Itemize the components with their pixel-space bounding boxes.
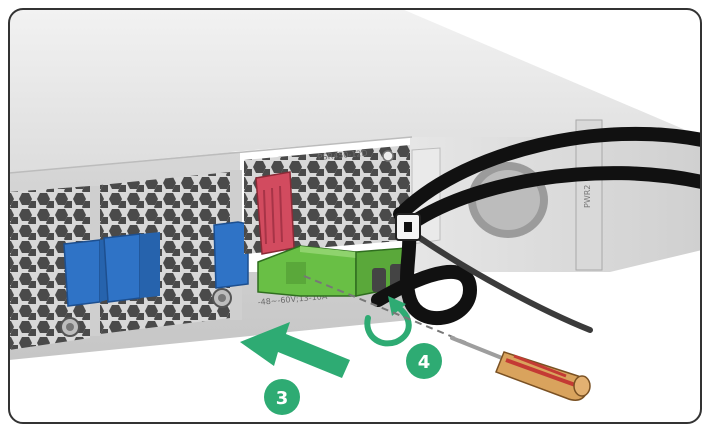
step-number-3: 3 xyxy=(276,388,289,409)
blue-handle-right xyxy=(213,221,249,289)
step-number-4: 4 xyxy=(418,352,431,373)
mounting-screw-right xyxy=(212,288,232,308)
mounting-screw-left xyxy=(60,317,80,337)
psu-model-label: PSR450-12D xyxy=(317,149,368,162)
insert-arrow-icon xyxy=(240,322,350,378)
blue-handle-middle xyxy=(103,232,160,303)
fan-vent-left xyxy=(9,186,90,350)
screwdriver-icon xyxy=(450,336,591,401)
illustration-border xyxy=(8,8,702,424)
chassis-top xyxy=(9,9,701,173)
red-latch xyxy=(255,171,295,255)
step-badge-3: 3 xyxy=(264,379,300,415)
power-connector xyxy=(257,245,407,297)
power-cable xyxy=(371,126,701,333)
slot-label: PWR2 xyxy=(583,185,592,208)
rotate-arrow-icon xyxy=(364,296,412,347)
alignment-guide xyxy=(303,275,471,345)
step-badge-4: 4 xyxy=(406,343,442,379)
cable-tie xyxy=(395,213,421,241)
